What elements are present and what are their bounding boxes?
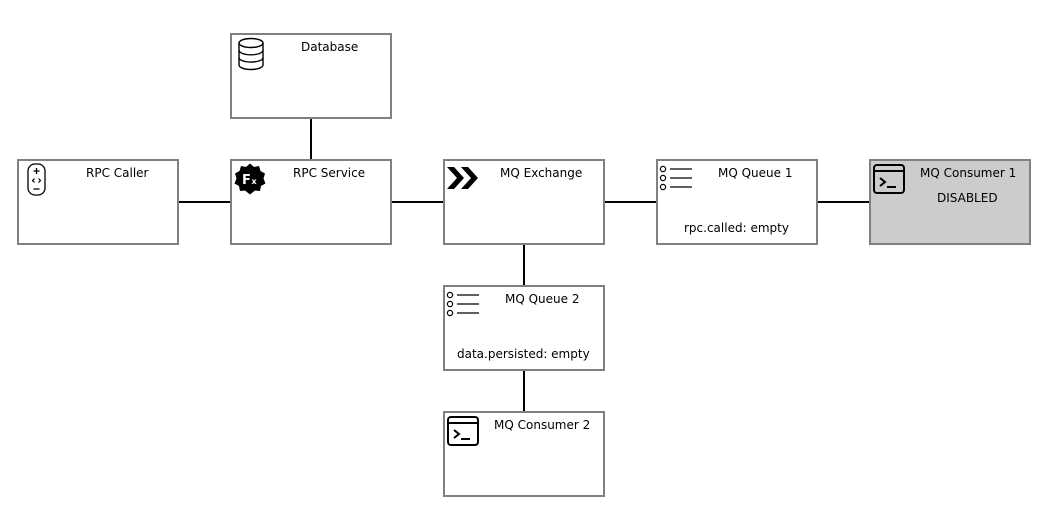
svg-text:F: F	[242, 173, 251, 188]
svg-text:x: x	[252, 177, 258, 186]
terminal-icon	[446, 415, 480, 447]
consumer-status: DISABLED	[937, 191, 998, 205]
node-database[interactable]: Database	[230, 33, 392, 119]
node-mq-queue-1[interactable]: MQ Queue 1 rpc.called: empty	[656, 159, 818, 245]
node-title: MQ Consumer 1	[920, 166, 1017, 180]
node-title: Database	[301, 40, 359, 54]
terminal-icon	[872, 163, 906, 195]
list-icon	[446, 291, 482, 317]
database-icon	[236, 37, 266, 71]
queue-status: data.persisted: empty	[457, 347, 590, 361]
queue-status: rpc.called: empty	[684, 221, 789, 235]
double-chevron-icon	[446, 166, 480, 190]
node-title: MQ Queue 1	[718, 166, 793, 180]
node-rpc-caller[interactable]: RPC Caller	[17, 159, 179, 245]
node-title: MQ Consumer 2	[494, 418, 591, 432]
node-title: RPC Service	[293, 166, 366, 180]
list-icon	[659, 165, 695, 191]
node-mq-queue-2[interactable]: MQ Queue 2 data.persisted: empty	[443, 285, 605, 371]
node-mq-exchange[interactable]: MQ Exchange	[443, 159, 605, 245]
remote-control-icon	[26, 163, 48, 197]
node-rpc-service[interactable]: F x RPC Service	[230, 159, 392, 245]
node-title: MQ Queue 2	[505, 292, 580, 306]
function-badge-icon: F x	[233, 162, 267, 196]
node-mq-consumer-1[interactable]: MQ Consumer 1 DISABLED	[869, 159, 1031, 245]
node-mq-consumer-2[interactable]: MQ Consumer 2	[443, 411, 605, 497]
node-title: RPC Caller	[86, 166, 149, 180]
node-title: MQ Exchange	[500, 166, 583, 180]
